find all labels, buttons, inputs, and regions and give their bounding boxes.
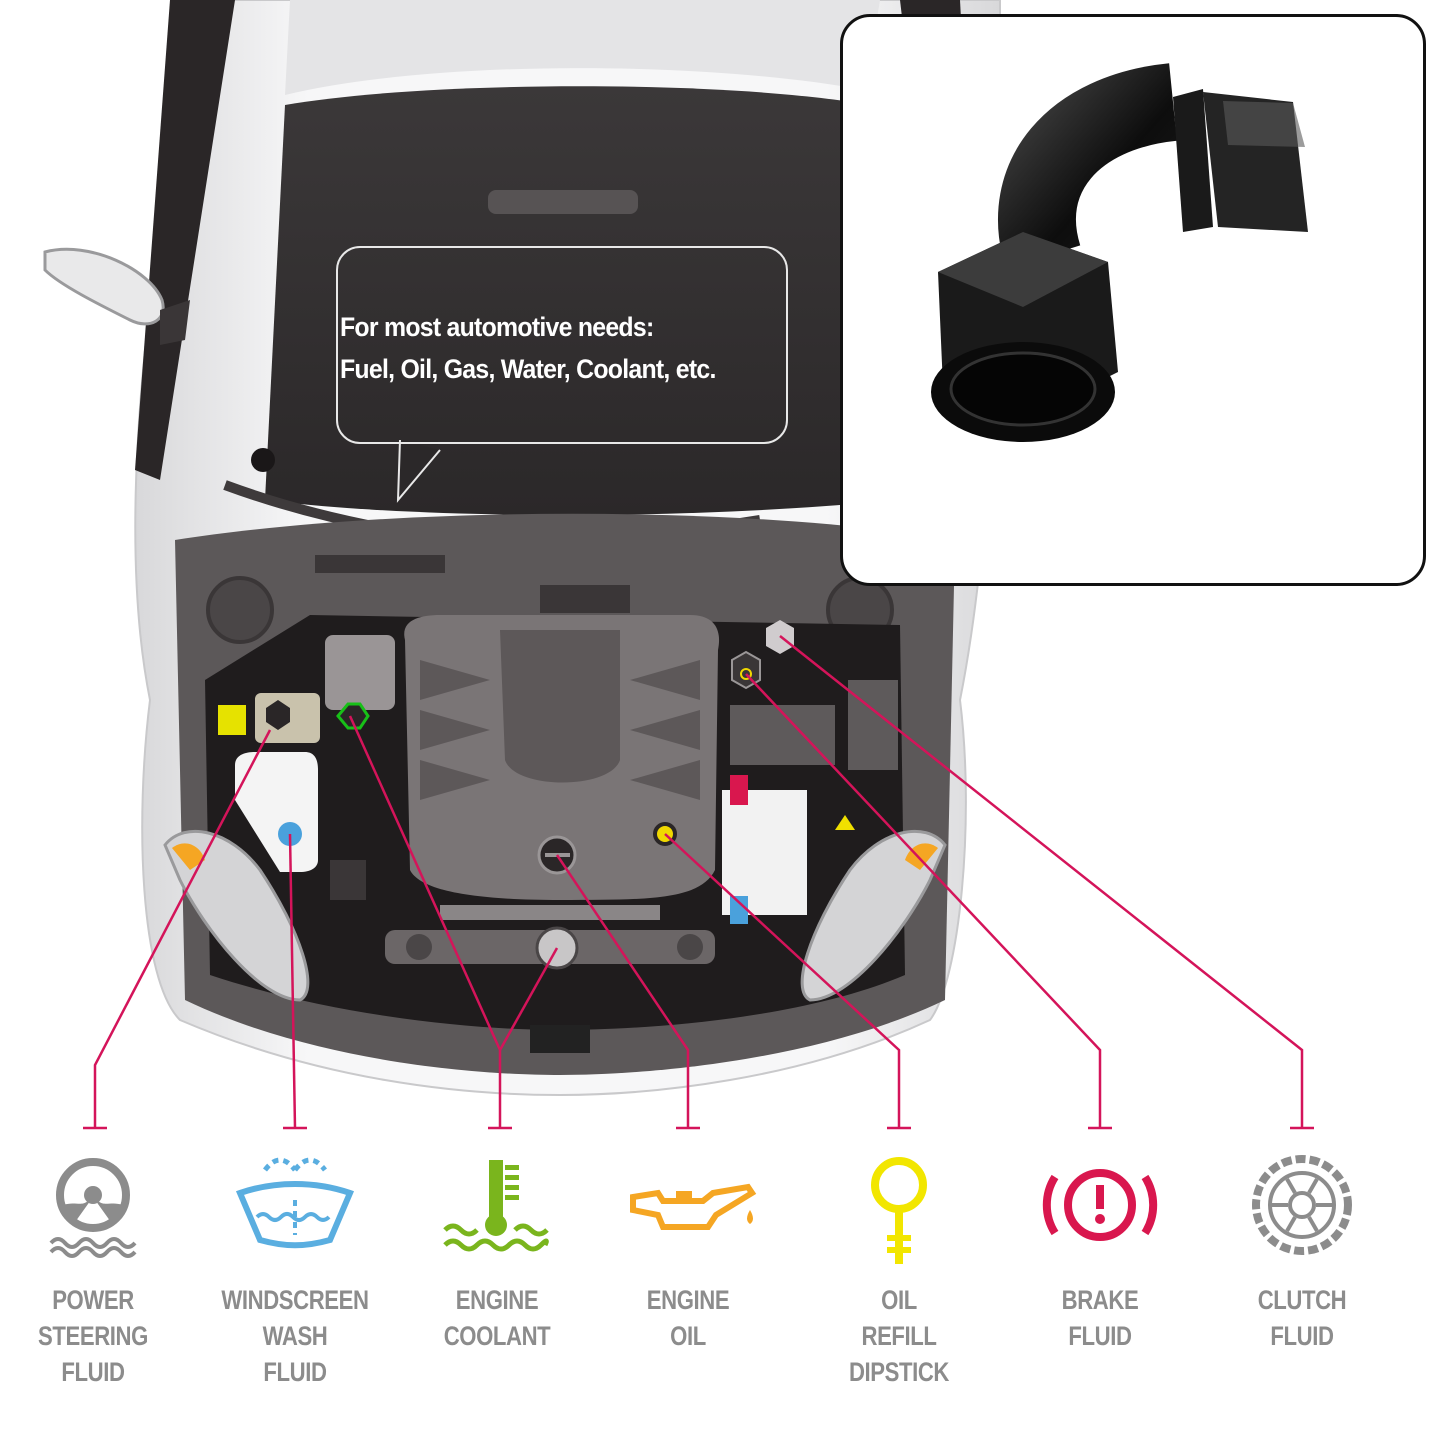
- coolant-reservoir: [325, 635, 395, 900]
- battery: [722, 775, 855, 924]
- leader-line: [779, 635, 1304, 1128]
- callout-bubble: [336, 246, 788, 444]
- fluid-icons: [49, 1155, 1352, 1264]
- oil-can-icon: [630, 1183, 757, 1230]
- engine-block: [404, 615, 720, 900]
- cowl-vent: [315, 555, 445, 573]
- fitting-nut-bottom: [931, 232, 1118, 442]
- side-mirror: [43, 247, 190, 345]
- callout-tail: [396, 439, 441, 503]
- strut-mount: [206, 576, 274, 644]
- leader-line: [93, 729, 272, 1128]
- leader-lines: [83, 635, 1314, 1130]
- windscreen-wash-icon: [235, 1157, 355, 1249]
- product-inset: [840, 14, 1426, 586]
- hood-bolt: [251, 448, 275, 472]
- fuse-box: [730, 705, 835, 765]
- callout-line-1: For most automotive needs:: [340, 312, 654, 342]
- dipstick-icon: [871, 1157, 927, 1264]
- leader-line: [288, 833, 297, 1129]
- callout-text: For most automotive needs: Fuel, Oil, Ga…: [340, 306, 772, 390]
- power-steering-reservoir: [218, 693, 320, 743]
- steering-wheel-icon: [49, 1158, 137, 1258]
- fitting-nut-top: [1173, 89, 1308, 232]
- clutch-disc-icon: [1252, 1155, 1352, 1255]
- callout-line-2: Fuel, Oil, Gas, Water, Coolant, etc.: [340, 354, 716, 384]
- leader-line: [745, 673, 1102, 1128]
- cowl-vent: [540, 585, 630, 613]
- brake-warning-icon: [1042, 1169, 1158, 1241]
- leader-line: [664, 833, 901, 1128]
- coolant-thermometer-icon: [443, 1160, 549, 1252]
- hood-vent: [488, 190, 638, 214]
- raised-hood: [265, 86, 895, 515]
- leader-line: [555, 854, 690, 1128]
- fitting-elbow-icon: [931, 63, 1308, 442]
- leader-line: [498, 947, 559, 1051]
